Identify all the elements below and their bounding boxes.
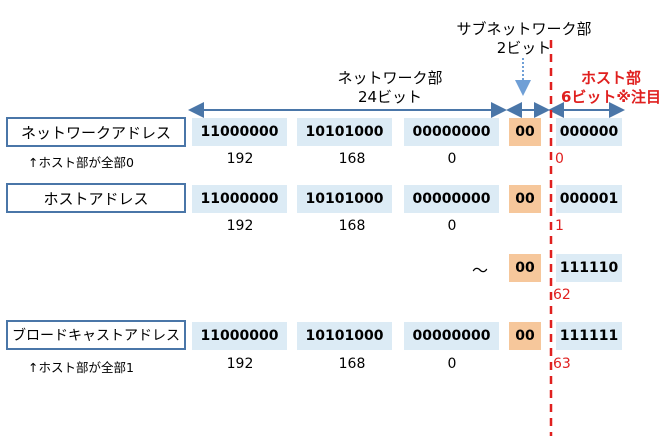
broadcast-note: ↑ホスト部が全部1 — [28, 360, 134, 375]
broadcast-host-dec: 63 — [553, 356, 571, 372]
broadcast-octet3: 00000000 — [404, 322, 499, 350]
network-dec2: 168 — [338, 151, 366, 167]
network-octet1: 11000000 — [192, 118, 287, 146]
network-subnet-bits: 00 — [509, 118, 541, 146]
host-dec3: 0 — [447, 218, 457, 234]
host-subnet-bits: 00 — [509, 185, 541, 213]
subnet-part-header: サブネットワーク部 2ビット — [454, 20, 594, 58]
broadcast-dec2: 168 — [338, 356, 366, 372]
broadcast-dec1: 192 — [226, 356, 254, 372]
network-part-header: ネットワーク部 24ビット — [320, 69, 460, 107]
network-part-title: ネットワーク部 — [337, 69, 443, 87]
range-tilde: ～ — [472, 261, 489, 280]
host-octet3: 00000000 — [404, 185, 499, 213]
network-part-bits: 24ビット — [357, 88, 423, 106]
host-dec1: 192 — [226, 218, 254, 234]
network-octet2: 10101000 — [297, 118, 392, 146]
subnet-part-title: サブネットワーク部 — [456, 20, 592, 38]
host-host-bits: 000001 — [556, 185, 622, 213]
host-octet2: 10101000 — [297, 185, 392, 213]
range-host-bits: 111110 — [556, 254, 622, 282]
broadcast-subnet-bits: 00 — [509, 322, 541, 350]
network-host-bits: 000000 — [556, 118, 622, 146]
network-dec3: 0 — [447, 151, 457, 167]
broadcast-host-bits: 111111 — [556, 322, 622, 350]
network-octet3: 00000000 — [404, 118, 499, 146]
host-host-dec: 1 — [555, 218, 564, 234]
range-host-dec: 62 — [553, 287, 571, 303]
network-note: ↑ホスト部が全部0 — [28, 155, 134, 170]
broadcast-octet1: 11000000 — [192, 322, 287, 350]
host-part-bits: 6ビット※注目 — [560, 88, 662, 106]
host-part-title: ホスト部 — [580, 69, 641, 87]
range-subnet-bits: 00 — [509, 254, 541, 282]
network-dec1: 192 — [226, 151, 254, 167]
host-dec2: 168 — [338, 218, 366, 234]
broadcast-dec3: 0 — [447, 356, 457, 372]
network-address-label: ネットワークアドレス — [6, 117, 186, 147]
host-address-label: ホストアドレス — [6, 183, 186, 213]
broadcast-address-label: ブロードキャストアドレス — [6, 320, 186, 350]
broadcast-octet2: 10101000 — [297, 322, 392, 350]
network-host-dec: 0 — [555, 151, 564, 167]
host-part-header: ホスト部 6ビット※注目 — [556, 69, 666, 107]
host-octet1: 11000000 — [192, 185, 287, 213]
subnet-part-bits: 2ビット — [496, 39, 552, 57]
